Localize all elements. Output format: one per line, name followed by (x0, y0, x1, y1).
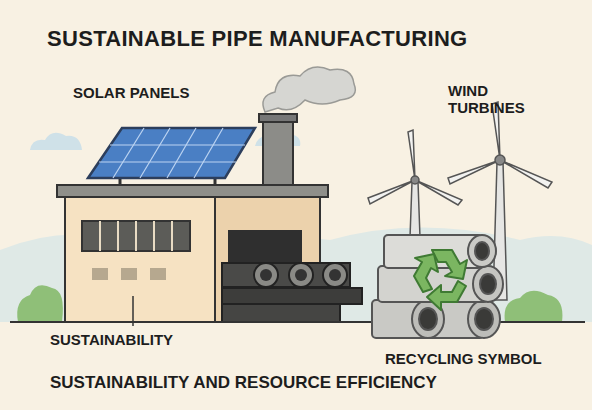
callout-label: WIND TURBINES (448, 82, 544, 117)
small-window (150, 268, 166, 280)
smoke-cloud (263, 67, 355, 112)
callout-label: RECYCLING SYMBOL (385, 350, 542, 367)
small-window (121, 268, 137, 280)
small-window (92, 268, 108, 280)
cloud (30, 133, 82, 150)
factory-building (65, 196, 215, 322)
pipe-stack-factory (222, 263, 362, 322)
callout-label: SOLAR PANELS (73, 84, 189, 101)
diagram-caption: SUSTAINABILITY AND RESOURCE EFFICIENCY (50, 373, 437, 393)
garage-opening (228, 230, 302, 262)
solar-panel (88, 128, 255, 178)
chimney-cap (259, 114, 297, 122)
window-row (82, 221, 190, 251)
recycling-symbol (414, 250, 467, 310)
recycled-pipe-stack (372, 235, 503, 338)
chimney (263, 118, 293, 188)
diagram-title: SUSTAINABLE PIPE MANUFACTURING (47, 26, 468, 51)
roof-parapet (57, 185, 328, 197)
bush (17, 285, 63, 322)
bush (505, 291, 563, 322)
callout-label: SUSTAINABILITY (50, 331, 173, 348)
